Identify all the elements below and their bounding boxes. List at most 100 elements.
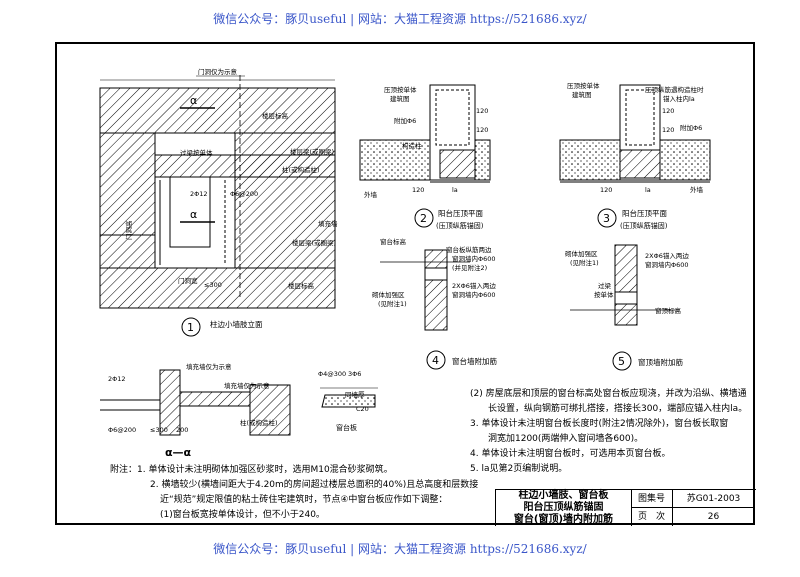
notes-right: (2) 房屋底层和顶层的窗台标高处窗台板应现浇，并改为沿纵、横墙通 长设置，纵向… [470, 387, 750, 477]
note-row: 4. 单体设计未注明窗台板时，可选用本页窗台板。 [470, 449, 671, 459]
svg-text:压顶按单体: 压顶按单体 [384, 85, 417, 94]
fig1-caption-num: 1 [187, 321, 194, 334]
section-aa-caption: α—α [165, 446, 192, 459]
svg-text:构造柱: 构造柱 [402, 141, 422, 150]
fig1-caption: 柱边小墙肢立面 [210, 319, 263, 329]
svg-text:窗顶墙附加筋: 窗顶墙附加筋 [638, 357, 683, 367]
svg-text:Φ4@300: Φ4@300 [318, 370, 346, 378]
svg-text:(并见附注2): (并见附注2) [452, 263, 487, 272]
svg-text:窗顶标高: 窗顶标高 [655, 306, 682, 315]
drawing-sheet-border [55, 42, 755, 525]
svg-text:压顶按单体: 压顶按单体 [567, 81, 600, 90]
svg-text:窗台墙附加筋: 窗台墙附加筋 [452, 356, 497, 366]
svg-text:3Φ6: 3Φ6 [348, 370, 361, 378]
svg-text:2Φ12: 2Φ12 [108, 375, 126, 383]
svg-text:(压顶纵筋锚固): (压顶纵筋锚固) [436, 221, 484, 230]
svg-text:120: 120 [662, 126, 674, 134]
note-row: 洞宽加1200(两端伸入窗间墙各600)。 [488, 434, 644, 444]
notes-left: 附注：1. 单体设计未注明砌体加强区砂浆时，选用M10混合砂浆砌筑。 2. 横墙… [110, 463, 495, 523]
fig1-left-column [99, 132, 156, 236]
svg-text:≤300: ≤300 [150, 426, 168, 434]
svg-text:2XΦ6锚入两边: 2XΦ6锚入两边 [645, 251, 689, 260]
svg-text:200: 200 [176, 426, 188, 434]
atlas-label: 图集号 [631, 490, 673, 508]
svg-text:窗洞墙内Φ600: 窗洞墙内Φ600 [452, 254, 496, 263]
svg-text:C20: C20 [356, 405, 369, 413]
svg-text:柱(或构造柱): 柱(或构造柱) [240, 418, 278, 427]
svg-text:过梁: 过梁 [598, 281, 612, 290]
fig4-sill-rebar: 窗台标高 窗台板纵筋两边 窗洞墙内Φ600 (并见附注2) 2XΦ6锚入两边 窗… [372, 237, 497, 370]
watermark-bottom: 微信公众号：豚贝useful | 网站：大猫工程资源 https://52168… [213, 542, 587, 556]
fig1-label-dim300: ≤300 [204, 281, 222, 289]
fig1-column-strip [169, 176, 211, 248]
svg-text:120: 120 [476, 126, 488, 134]
svg-text:建筑图: 建筑图 [390, 94, 410, 103]
note-row: (1)窗台板宽按单体设计，但不小于240。 [160, 510, 325, 520]
svg-text:120: 120 [412, 186, 424, 194]
note-row: 附注：1. 单体设计未注明砌体加强区砂浆时，选用M10混合砂浆砌筑。 [110, 465, 393, 475]
sill-board-section: Φ4@300 3Φ6 同墙厚 C20 窗台板 [318, 370, 378, 432]
page-label: 页 次 [631, 508, 673, 526]
svg-text:阳台压顶平面: 阳台压顶平面 [622, 208, 667, 218]
note-row: 近“规范”规定限值的粘土砖住宅建筑时，节点④中窗台板应作如下调整： [160, 495, 448, 505]
fig1-label-rebar1: 2Φ12 [190, 190, 208, 198]
svg-text:2: 2 [420, 212, 427, 225]
svg-text:2XΦ6锚入两边: 2XΦ6锚入两边 [452, 281, 496, 290]
svg-text:5: 5 [618, 355, 625, 368]
svg-text:填充墙仅为示意: 填充墙仅为示意 [186, 362, 232, 371]
page-number: 26 [707, 512, 720, 522]
svg-text:窗洞墙内Φ600: 窗洞墙内Φ600 [452, 290, 496, 299]
fig1-alpha-bottom: α [190, 208, 197, 221]
svg-text:3: 3 [603, 212, 610, 225]
svg-text:按单体: 按单体 [594, 290, 614, 299]
svg-text:外墙: 外墙 [690, 185, 704, 194]
note-row: 2. 横墙较少(横墙间距大于4.20m的房间超过楼层总面积的40%)且总高度和层… [150, 480, 479, 490]
svg-text:窗台板: 窗台板 [336, 423, 357, 432]
svg-text:附加Φ6: 附加Φ6 [394, 116, 416, 125]
fig1-label-floor-beam2: 楼层梁(或圈梁) [292, 238, 336, 247]
svg-text:附加Φ6: 附加Φ6 [680, 123, 702, 132]
svg-text:4: 4 [432, 354, 439, 367]
note-row: 5. la见第2页编制说明。 [470, 464, 568, 474]
note-row: 长设置，纵向钢筋可绑扎搭接，搭接长300，端部应锚入柱内la。 [488, 404, 748, 414]
section-aa: 填充墙仅为示意 2Φ12 填充墙仅为示意 柱(或构造柱) Φ6@200 ≤300… [100, 362, 291, 459]
svg-text:120: 120 [662, 107, 674, 115]
fig5-head-rebar: 砌体加强区 (见附注1) 2XΦ6锚入两边 窗洞墙内Φ600 过梁 按单体 窗顶… [565, 244, 689, 371]
fig1-bottom-band [99, 267, 336, 309]
svg-text:120: 120 [476, 107, 488, 115]
svg-text:la: la [452, 186, 458, 194]
fig1-label-lintel: 过梁按单体 [180, 148, 213, 157]
title-block: 柱边小墙肢、窗台板 阳台压顶纵筋锚固 窗台(窗顶)墙内附加筋 图集号 苏G01-… [495, 489, 756, 526]
svg-text:阳台压顶平面: 阳台压顶平面 [438, 208, 483, 218]
fig2-parapet-plan: 压顶按单体 建筑图 附加Φ6 构造柱 外墙 120 120 120 la 2 阳… [359, 84, 491, 230]
svg-text:窗台标高: 窗台标高 [380, 237, 407, 246]
svg-text:la: la [645, 186, 651, 194]
fig1-label-rebar2: Φ6@200 [230, 190, 258, 198]
svg-text:Φ6@200: Φ6@200 [108, 426, 136, 434]
atlas-number: 苏G01-2003 [673, 490, 754, 508]
svg-text:(压顶纵筋锚固): (压顶纵筋锚固) [620, 221, 668, 230]
fig1-label-door-hole: 门洞仅为示意 [198, 67, 238, 76]
fig1-label-floor-beam: 楼层梁(或圈梁) [290, 147, 334, 156]
svg-text:窗台板纵筋两边: 窗台板纵筋两边 [446, 245, 492, 254]
fig1-label-column: 柱(或构造柱) [282, 165, 320, 174]
svg-text:外墙: 外墙 [364, 190, 378, 199]
fig3-parapet-plan: 压顶按单体 建筑图 压顶纵筋遇构造柱时 锚入柱内la 附加Φ6 外墙 120 1… [559, 81, 711, 230]
svg-text:建筑图: 建筑图 [572, 90, 592, 99]
svg-text:窗洞墙内Φ600: 窗洞墙内Φ600 [645, 260, 689, 269]
fig1-alpha-top: α [190, 94, 197, 107]
svg-text:同墙厚: 同墙厚 [345, 390, 365, 399]
watermark-top: 微信公众号：豚贝useful | 网站：大猫工程资源 https://52168… [213, 12, 587, 26]
title-block-title: 柱边小墙肢、窗台板 阳台压顶纵筋锚固 窗台(窗顶)墙内附加筋 [496, 490, 632, 526]
fig1-label-floor-height: 楼层标高 [262, 111, 289, 120]
svg-text:压顶纵筋遇构造柱时: 压顶纵筋遇构造柱时 [645, 85, 704, 94]
svg-text:120: 120 [600, 186, 612, 194]
svg-text:砌体加强区: 砌体加强区 [372, 290, 405, 299]
fig1-top-band [99, 87, 336, 134]
svg-text:砌体加强区: 砌体加强区 [565, 249, 598, 258]
fig1-right-wall [234, 132, 336, 269]
svg-text:锚入柱内la: 锚入柱内la [663, 94, 695, 103]
fig1-label-fill-wall: 填充墙 [318, 219, 338, 228]
note-row: 3. 单体设计未注明窗台板长度时(附注2情况除外)，窗台板长取窗 [470, 419, 729, 429]
